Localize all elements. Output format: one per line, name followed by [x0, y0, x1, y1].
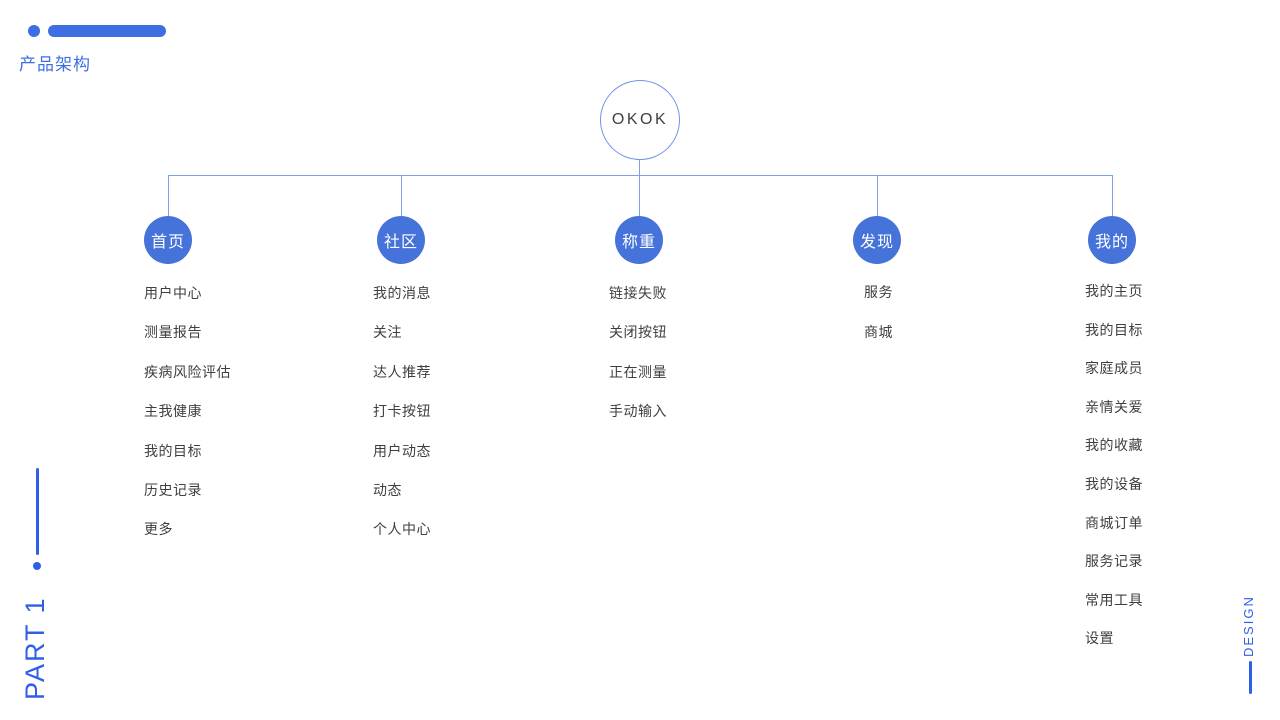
horizontal-connector-line — [168, 175, 1112, 176]
leaf-item: 关闭按钮 — [609, 324, 667, 341]
design-accent-line — [1249, 661, 1252, 694]
leaf-item: 我的目标 — [1085, 321, 1143, 338]
branch-connector-line — [168, 175, 169, 216]
branch-node: 首页 — [144, 216, 192, 264]
design-label: DESIGN — [1241, 595, 1256, 657]
branch-node: 社区 — [377, 216, 425, 264]
leaf-item: 个人中心 — [373, 521, 431, 538]
leaf-item: 我的消息 — [373, 285, 431, 301]
leaf-item: 服务记录 — [1085, 553, 1143, 570]
decoration-bar — [48, 25, 166, 37]
leaf-item: 主我健康 — [144, 403, 202, 420]
leaf-item: 打卡按钮 — [373, 403, 431, 420]
leaf-item: 达人推荐 — [373, 363, 431, 380]
leaf-item: 关注 — [373, 324, 402, 341]
leaf-item: 手动输入 — [609, 403, 667, 420]
leaf-item: 亲情关爱 — [1085, 398, 1143, 415]
leaf-item: 历史记录 — [144, 482, 202, 498]
root-connector-line — [639, 159, 640, 175]
decoration-dot — [28, 25, 40, 37]
tree-root-node: OKOK — [600, 80, 680, 160]
leaf-item: 更多 — [144, 521, 173, 538]
leaf-item: 正在测量 — [609, 363, 667, 380]
leaf-item: 用户中心 — [144, 285, 202, 301]
part-bullet-dot — [33, 562, 41, 570]
branch-connector-line — [401, 175, 402, 216]
leaf-item: 家庭成员 — [1085, 360, 1143, 377]
leaf-item: 服务 — [864, 284, 893, 300]
leaf-item: 我的收藏 — [1085, 437, 1143, 454]
leaf-item: 我的主页 — [1085, 283, 1143, 299]
leaf-item: 商城 — [864, 324, 893, 340]
leaf-item: 我的目标 — [144, 442, 202, 459]
branch-node: 发现 — [853, 216, 901, 264]
leaf-item: 商城订单 — [1085, 514, 1143, 531]
branch-connector-line — [877, 175, 878, 216]
leaf-item: 疾病风险评估 — [144, 363, 231, 380]
page-title: 产品架构 — [19, 55, 91, 74]
branch-connector-line — [639, 175, 640, 216]
part-accent-line — [36, 468, 39, 555]
branch-node: 称重 — [615, 216, 663, 264]
part-label: PART 1 — [20, 596, 50, 700]
leaf-item: 测量报告 — [144, 324, 202, 341]
leaf-item: 链接失败 — [609, 285, 667, 301]
branch-connector-line — [1112, 175, 1113, 216]
leaf-item: 设置 — [1085, 630, 1114, 647]
leaf-item: 用户动态 — [373, 442, 431, 459]
leaf-item: 动态 — [373, 482, 402, 498]
leaf-item: 常用工具 — [1085, 591, 1143, 608]
branch-node: 我的 — [1088, 216, 1136, 264]
leaf-item: 我的设备 — [1085, 476, 1143, 492]
